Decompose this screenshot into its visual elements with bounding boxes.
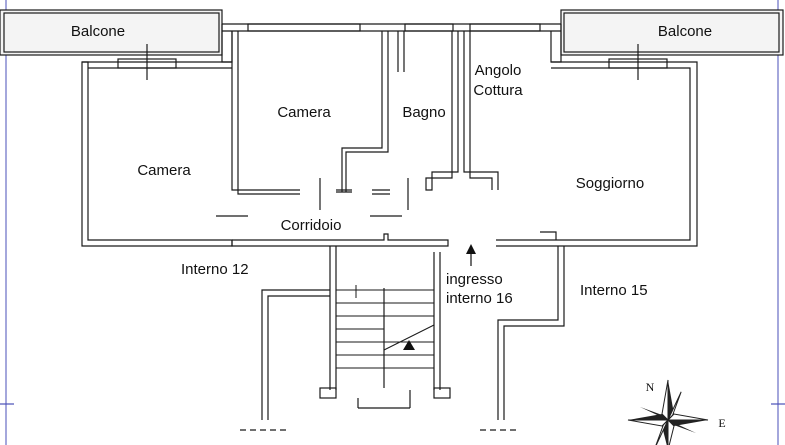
ingresso-label-line2: interno 16 xyxy=(446,290,513,307)
interno-15-label: Interno 15 xyxy=(580,282,648,299)
camera-left-label: Camera xyxy=(137,162,191,179)
soggiorno-label: Soggiorno xyxy=(575,175,645,192)
balcony-left xyxy=(0,9,223,56)
camera-top-label: Camera xyxy=(277,104,331,121)
stair-arrow xyxy=(403,340,415,350)
ingresso-arrow xyxy=(466,244,476,254)
ingresso-label-line1: ingresso xyxy=(446,271,503,288)
compass-north-label: N xyxy=(645,380,655,394)
compass-east-label: E xyxy=(718,416,726,430)
angolo-cottura-label-line1: Angolo xyxy=(474,62,522,79)
compass-rose-icon xyxy=(627,379,709,445)
bagno-label: Bagno xyxy=(402,104,446,121)
balcone-left-label: Balcone xyxy=(70,23,126,40)
angolo-cottura-label-line2: Cottura xyxy=(473,82,523,99)
interno-12-label: Interno 12 xyxy=(181,261,249,278)
corridoio-label: Corridoio xyxy=(280,217,342,234)
balcone-right-label: Balcone xyxy=(657,23,713,40)
